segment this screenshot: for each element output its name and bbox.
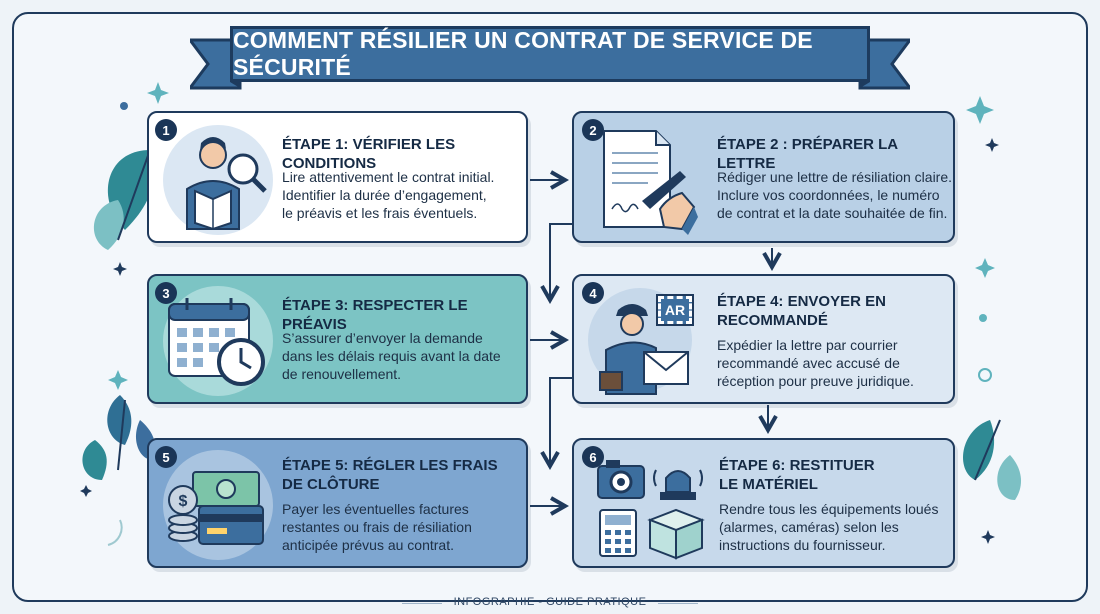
step-card-1: 1 ÉTAPE 1: VÉRIFIER LES CONDITIONS Lire … <box>147 111 528 243</box>
box-icon <box>647 508 705 560</box>
step-line: de renouvellement. <box>282 366 402 382</box>
step-title-line: RECOMMANDÉ <box>717 312 828 329</box>
step-line: Identifier la durée d’engagement, <box>282 187 487 203</box>
step-title: ÉTAPE 4: ENVOYER EN RECOMMANDÉ <box>717 292 886 330</box>
keypad-icon <box>599 509 637 557</box>
step-line: Rédiger une lettre de résiliation claire… <box>717 169 953 185</box>
step-description: Rendre tous les équipements loués (alarm… <box>719 500 938 554</box>
step-line: restantes ou frais de résiliation <box>282 519 472 535</box>
step-line: S’assurer d’envoyer la demande <box>282 330 483 346</box>
step-description: Expédier la lettre par courrier recomman… <box>717 336 914 390</box>
step-line: instructions du fournisseur. <box>719 537 886 553</box>
step-line: Rendre tous les équipements loués <box>719 501 939 517</box>
step-card-4: 4 AR ÉTAPE 4: ENVOYER EN RECOMMANDÉ Expé… <box>572 274 955 404</box>
camera-icon <box>597 460 645 499</box>
step-title-line: ÉTAPE 5: RÉGLER LES FRAIS <box>282 457 498 474</box>
step-card-6: 6 ÉTAPE 6: RESTITUER <box>572 438 955 568</box>
title-banner: COMMENT RÉSILIER UN CONTRAT DE SERVICE D… <box>190 20 910 92</box>
step-line: Inclure vos coordonnées, le numéro <box>717 187 940 203</box>
step-line: dans les délais requis avant la date <box>282 348 501 364</box>
leaf-left-top-icon <box>93 149 154 250</box>
step-title: ÉTAPE 2 : PRÉPARER LA LETTRE <box>717 136 898 172</box>
step-description: Lire attentivement le contrat initial. I… <box>282 168 494 222</box>
step-number-badge: 4 <box>582 282 604 304</box>
alarm-siren-icon <box>653 469 703 500</box>
step-line: Lire attentivement le contrat initial. <box>282 169 495 185</box>
footer-rule-right <box>658 603 698 604</box>
calendar-clock-icon <box>168 298 265 386</box>
step-card-3: 3 ÉTAPE 3: RESPECTER LE PRÉAVIS S’assure… <box>147 274 528 404</box>
step-line: recommandé avec accusé de <box>717 355 900 371</box>
step-title: ÉTAPE 5: RÉGLER LES FRAIS DE CLÔTURE <box>282 456 498 494</box>
step-title: ÉTAPE 3: RESPECTER LE PRÉAVIS <box>282 297 468 333</box>
step-number-badge: 1 <box>155 119 177 141</box>
leaf-right-bottom-icon <box>963 419 1022 500</box>
money-card-icon: $ <box>168 471 264 545</box>
step-line: de contrat et la date souhaitée de fin. <box>717 205 948 221</box>
svg-text:$: $ <box>179 493 188 510</box>
small-star-icons <box>80 138 999 544</box>
step-line: anticipée prévus au contrat. <box>282 537 454 553</box>
step-title-line: ÉTAPE 6: RESTITUER <box>719 457 875 474</box>
banner-main: COMMENT RÉSILIER UN CONTRAT DE SERVICE D… <box>230 26 870 82</box>
footer-rule-left <box>402 603 442 604</box>
step-line: (alarmes, caméras) selon les <box>719 519 899 535</box>
step-title: ÉTAPE 6: RESTITUER LE MATÉRIEL <box>719 456 875 494</box>
step-description: S’assurer d’envoyer la demande dans les … <box>282 329 501 383</box>
step-number-badge: 6 <box>582 446 604 468</box>
postman-envelope-icon <box>599 304 689 395</box>
step-title-line: ÉTAPE 4: ENVOYER EN <box>717 293 886 310</box>
step-card-2: 2 ÉTAPE 2 : PRÉPARER LA LETTRE Rédiger u… <box>572 111 955 243</box>
step-title-line: LE MATÉRIEL <box>719 476 818 493</box>
equipment-return-icon <box>597 460 705 560</box>
step-line: Payer les éventuelles factures <box>282 501 469 517</box>
person-reading-magnifier-icon <box>186 137 267 231</box>
step-line: réception pour preuve juridique. <box>717 373 914 389</box>
step-title-line: DE CLÔTURE <box>282 476 380 493</box>
ar-stamp: AR <box>656 294 694 326</box>
step-line: le préavis et les frais éventuels. <box>282 205 478 221</box>
arrow-2-to-3 <box>550 223 575 300</box>
step-card-5: 5 $ ÉTAPE 5: RÉGLER LES FRAIS DE CLÔTURE… <box>147 438 528 568</box>
step-number-badge: 2 <box>582 119 604 141</box>
step-number-badge: 3 <box>155 282 177 304</box>
step-description: Payer les éventuelles factures restantes… <box>282 500 472 554</box>
step-title: ÉTAPE 1: VÉRIFIER LES CONDITIONS <box>282 136 456 172</box>
step-description: Rédiger une lettre de résiliation claire… <box>717 168 952 222</box>
page-title: COMMENT RÉSILIER UN CONTRAT DE SERVICE D… <box>233 27 813 80</box>
step-number-badge: 5 <box>155 446 177 468</box>
step-line: Expédier la lettre par courrier <box>717 337 898 353</box>
arrow-4-to-5 <box>550 377 575 466</box>
footer-label: INFOGRAPHIE - GUIDE PRATIQUE <box>453 596 647 608</box>
letter-signing-icon <box>603 130 698 235</box>
